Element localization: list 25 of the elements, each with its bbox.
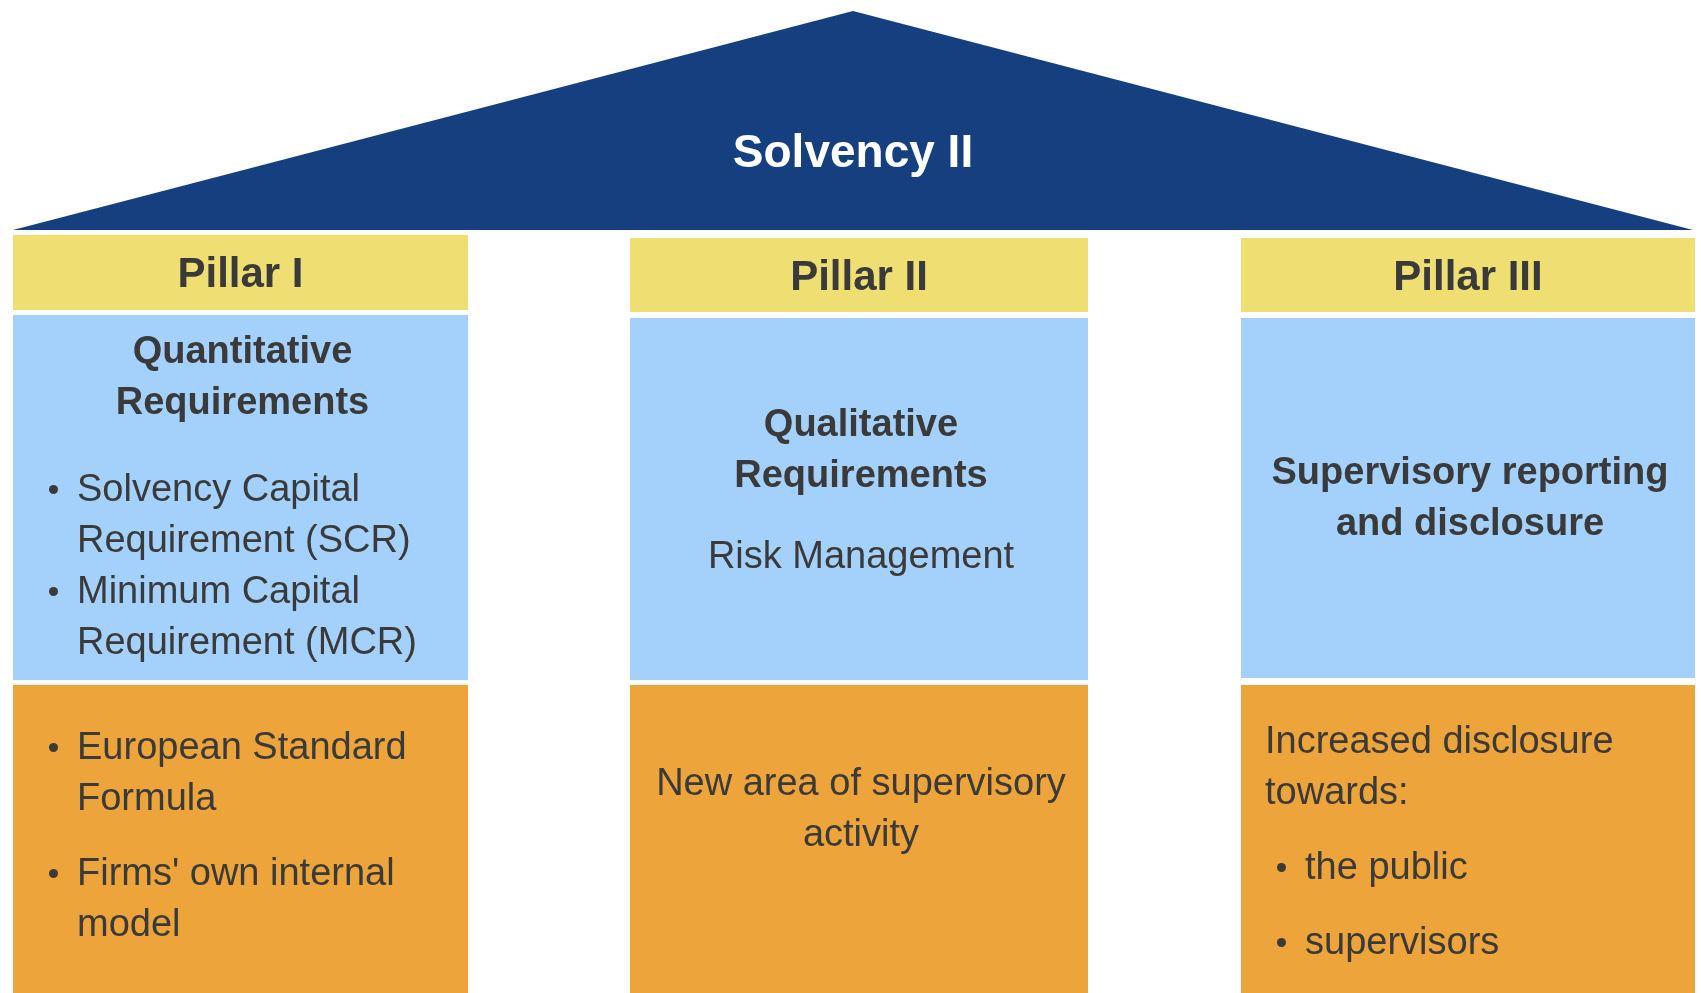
pillar-title: Pillar III [1393,250,1543,301]
pillar-header [13,235,468,310]
bullet-item: supervisors [1255,916,1685,967]
pillar-title: Pillar I [177,248,304,298]
pillar-header [1241,238,1695,312]
roof-title: Solvency II [732,124,974,179]
panel-text: Increased disclosure towards: [1264,718,1615,814]
panel-heading: Supervisory reporting and disclosure [1270,449,1670,545]
panel-text: New area of supervisory activity [655,760,1067,856]
panel-heading: Quantitative Requirements [114,328,371,424]
details-panel [13,685,468,993]
details-panel [1241,685,1695,993]
bullet-item: the public [1255,841,1685,892]
panel-text: Risk Management [706,533,1016,578]
panel-heading: Qualitative Requirements [733,401,989,497]
bullet-item: Solvency Capital Requirement (SCR) [27,463,458,565]
details-panel [630,685,1088,993]
bullet-item: Firms' own internal model [27,847,458,949]
requirements-panel [1241,318,1695,678]
requirements-panel [13,315,468,680]
bullet-item: Minimum Capital Requirement (MCR) [27,565,458,667]
requirements-panel [630,318,1088,680]
bullet-item: European Standard Formula [27,721,458,823]
pillar-title: Pillar II [790,250,928,301]
pillar-header [630,238,1088,312]
